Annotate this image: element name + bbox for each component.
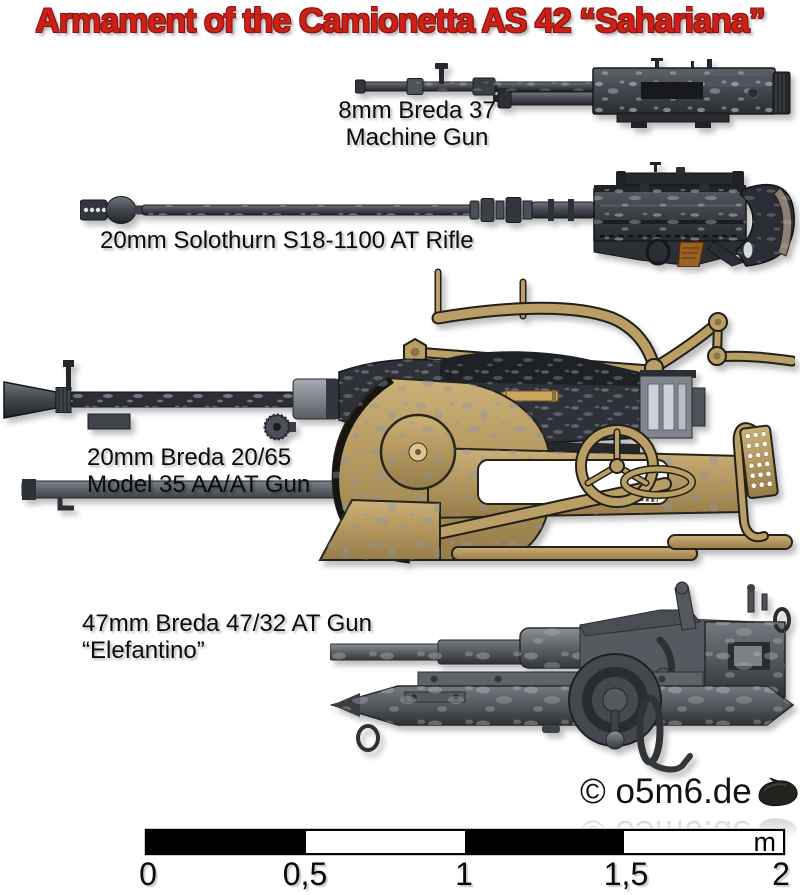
solothurn-barrel	[141, 197, 595, 223]
weapon-label-line: 20mm Solothurn S18-1100 AT Rifle	[100, 227, 474, 254]
breda4732-handwheel	[568, 653, 693, 773]
scale-bar-segment	[624, 831, 783, 853]
scale-unit-label: m	[753, 827, 777, 857]
breda4732-cradle	[579, 581, 791, 724]
weapon-label-breda-20-65: 20mm Breda 20/65 Model 35 AA/AT Gun	[87, 444, 310, 498]
breda37-illustration	[355, 58, 791, 128]
breda37-barrel	[355, 63, 608, 109]
scale-tick-label: 0,5	[282, 856, 328, 892]
breda4732-side-rail	[417, 671, 704, 687]
weapon-label-line: 8mm Breda 37	[338, 97, 496, 124]
solothurn-illustration	[80, 162, 795, 267]
weapon-label-breda-37: 8mm Breda 37 Machine Gun	[327, 97, 507, 151]
scale-bar-segment	[306, 831, 465, 853]
weapon-label-line: 20mm Breda 20/65	[87, 444, 292, 471]
breda2065-handwheel	[575, 424, 696, 508]
scale-tick-label: 0	[139, 856, 157, 892]
scale-bar-segment	[147, 831, 306, 853]
weapon-label-solothurn: 20mm Solothurn S18-1100 AT Rifle	[100, 227, 474, 254]
page-title: Armament of the Camionetta AS 42 “Sahari…	[35, 2, 765, 40]
scale-tick-label: 2	[772, 856, 790, 892]
breda37-receiver	[592, 58, 791, 128]
breda4732-trail-beam	[330, 685, 795, 752]
solothurn-muzzle-brake	[80, 196, 144, 224]
o5m6-logo-icon	[758, 777, 798, 807]
scale-tick-label: 1	[455, 856, 473, 892]
scale-bar-segment	[465, 831, 624, 853]
weapon-label-line: Machine Gun	[345, 124, 489, 151]
weapon-label-line: Model 35 AA/AT Gun	[87, 471, 311, 498]
copyright-credit: © o5m6.de	[580, 772, 800, 812]
breda2065-illustration	[3, 268, 795, 564]
breda2065-shoulder-rest	[732, 422, 779, 543]
weapon-label-breda-47-32: 47mm Breda 47/32 AT Gun “Elefantino”	[82, 610, 372, 664]
solothurn-grip	[677, 241, 705, 267]
copyright-text: © o5m6.de	[580, 772, 752, 811]
solothurn-stock	[707, 183, 795, 267]
scale-tick-label: 1,5	[603, 856, 649, 892]
breda2065-carriage	[318, 376, 793, 564]
breda4732-illustration	[330, 581, 795, 773]
scale-bar: m	[145, 827, 785, 857]
weapon-label-line: “Elefantino”	[82, 637, 205, 664]
breda2065-barrel	[3, 360, 340, 441]
weapon-label-line: 47mm Breda 47/32 AT Gun	[82, 610, 372, 637]
